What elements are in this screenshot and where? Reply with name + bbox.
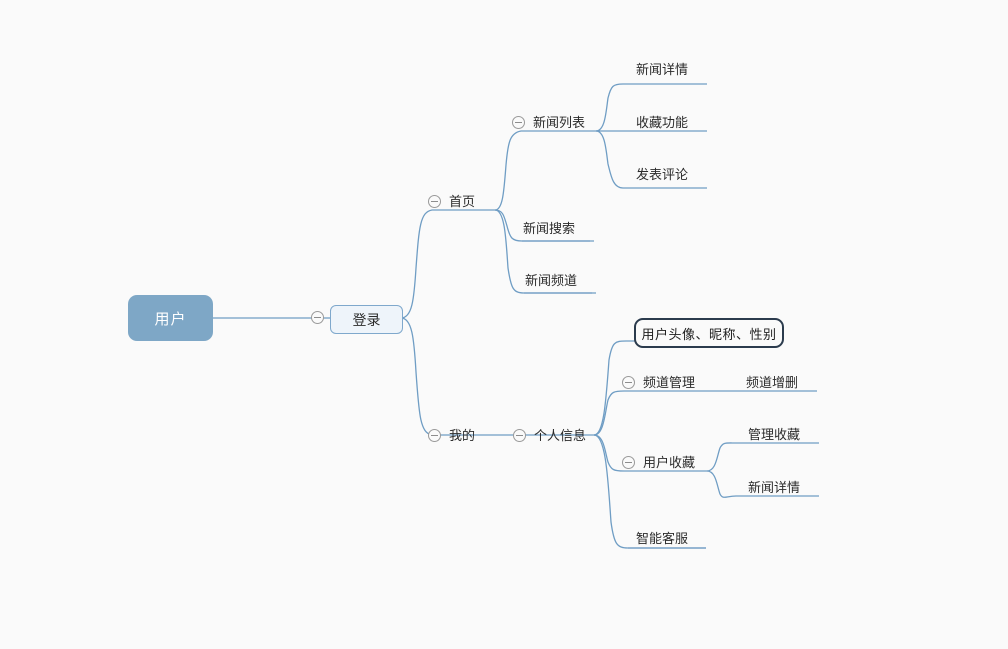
node-root-user[interactable]: 用户	[128, 295, 213, 341]
node-label-personal-info: 个人信息	[534, 428, 587, 444]
node-label-news-detail-top: 新闻详情	[636, 62, 689, 78]
node-home[interactable]: 首页	[449, 195, 475, 209]
link-home-to-newslist	[494, 130, 533, 211]
node-avatar-nickname-gender[interactable]: 用户头像、昵称、性别	[634, 318, 784, 348]
node-label-root: 用户	[154, 309, 187, 328]
node-mine[interactable]: 我的	[449, 429, 475, 443]
collapse-toggle-personal-info-icon[interactable]	[513, 429, 526, 442]
link-userfav-to-managefav	[706, 442, 819, 472]
node-label-smart-service: 智能客服	[636, 531, 689, 547]
link-login-to-mine	[400, 317, 444, 436]
node-label-news-channel: 新闻频道	[525, 273, 578, 289]
node-news-channel[interactable]: 新闻频道	[525, 274, 577, 288]
node-label-post-comment: 发表评论	[636, 167, 689, 183]
node-label-home: 首页	[449, 194, 476, 210]
node-personal-info[interactable]: 个人信息	[534, 429, 586, 443]
collapse-toggle-home-icon[interactable]	[428, 195, 441, 208]
node-label-user-favorites: 用户收藏	[643, 455, 696, 471]
node-user-favorites[interactable]: 用户收藏	[643, 456, 695, 470]
node-smart-service[interactable]: 智能客服	[636, 532, 688, 546]
collapse-toggle-user-favorites-icon[interactable]	[622, 456, 635, 469]
node-label-manage-favorites: 管理收藏	[748, 427, 801, 443]
node-label-mine: 我的	[449, 428, 476, 444]
node-label-login: 登录	[352, 312, 381, 329]
node-news-list[interactable]: 新闻列表	[533, 116, 585, 130]
node-post-comment[interactable]: 发表评论	[636, 168, 688, 182]
node-label-favorite-feature: 收藏功能	[636, 115, 689, 131]
node-label-news-list: 新闻列表	[533, 115, 586, 131]
node-channel-add-delete[interactable]: 频道增删	[746, 376, 798, 390]
node-label-news-detail-bottom: 新闻详情	[748, 480, 801, 496]
node-label-avatar-nickname-gender: 用户头像、昵称、性别	[641, 327, 777, 343]
node-login[interactable]: 登录	[330, 305, 403, 334]
node-news-detail-top[interactable]: 新闻详情	[636, 63, 688, 77]
collapse-toggle-mine-icon[interactable]	[428, 429, 441, 442]
node-channel-manage[interactable]: 频道管理	[643, 376, 695, 390]
node-news-detail-bottom[interactable]: 新闻详情	[748, 481, 800, 495]
node-favorite-feature[interactable]: 收藏功能	[636, 116, 688, 130]
collapse-toggle-login-icon[interactable]	[311, 311, 324, 324]
collapse-toggle-news-list-icon[interactable]	[512, 116, 525, 129]
link-login-to-home	[400, 209, 444, 319]
node-label-channel-manage: 频道管理	[643, 375, 696, 391]
node-label-news-search: 新闻搜索	[523, 221, 576, 237]
node-label-channel-add-delete: 频道增删	[746, 375, 799, 391]
link-personalinfo-to-channelmanage	[593, 390, 636, 436]
node-manage-favorites[interactable]: 管理收藏	[748, 428, 800, 442]
collapse-toggle-channel-manage-icon[interactable]	[622, 376, 635, 389]
node-news-search[interactable]: 新闻搜索	[523, 222, 575, 236]
